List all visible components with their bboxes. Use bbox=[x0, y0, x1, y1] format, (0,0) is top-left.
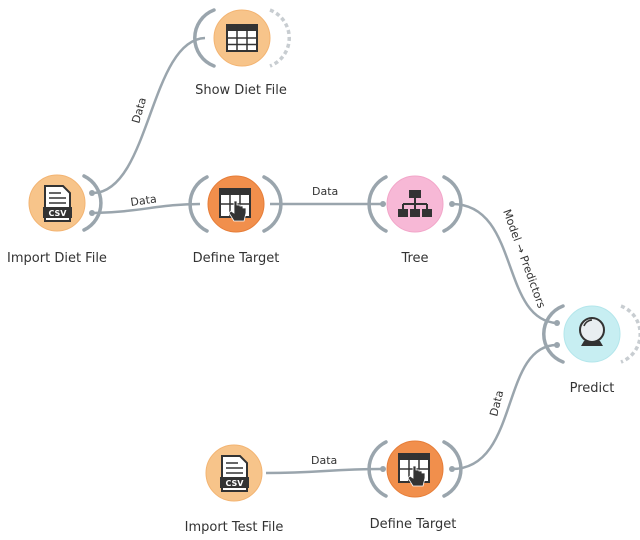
table-icon bbox=[226, 24, 258, 52]
link-label-define-to-tree: Data bbox=[312, 185, 338, 198]
csv-file-icon: CSV bbox=[43, 185, 72, 222]
node-predict-label: Predict bbox=[570, 381, 615, 396]
link-label-import-to-define: Data bbox=[130, 192, 158, 209]
node-import-diet-file[interactable]: CSV Import Diet File bbox=[7, 174, 107, 266]
link-label-test-to-define: Data bbox=[311, 454, 337, 467]
select-columns-icon bbox=[398, 453, 430, 487]
crystal-ball-icon bbox=[579, 317, 605, 346]
node-define-target-1-label: Define Target bbox=[193, 251, 280, 266]
csv-badge: CSV bbox=[49, 209, 68, 218]
node-predict[interactable]: Predict bbox=[542, 304, 640, 396]
node-tree[interactable]: Tree bbox=[367, 175, 463, 266]
csv-file-icon: CSV bbox=[220, 455, 249, 492]
links bbox=[93, 36, 558, 475]
select-columns-icon bbox=[219, 188, 251, 222]
node-define-target-1[interactable]: Define Target bbox=[188, 175, 283, 266]
node-define-target-2[interactable]: Define Target bbox=[367, 440, 463, 532]
link-define2-to-predict[interactable] bbox=[451, 343, 558, 471]
node-tree-label: Tree bbox=[400, 251, 428, 266]
link-import-to-show[interactable] bbox=[93, 36, 206, 195]
link-label-define2-to-predict: Data bbox=[487, 389, 506, 418]
node-show-diet-label: Show Diet File bbox=[195, 83, 287, 98]
pointer-hand-icon bbox=[407, 465, 426, 487]
node-import-test-file[interactable]: CSV Import Test File bbox=[185, 444, 284, 535]
node-define-target-2-label: Define Target bbox=[370, 517, 457, 532]
node-show-diet-file[interactable]: Show Diet File bbox=[193, 8, 291, 98]
link-tree-to-predict[interactable] bbox=[451, 202, 558, 325]
pointer-hand-icon bbox=[228, 200, 247, 222]
link-test-to-define[interactable] bbox=[265, 467, 383, 475]
node-import-test-label: Import Test File bbox=[185, 520, 284, 535]
tree-icon bbox=[398, 190, 432, 217]
node-import-diet-label: Import Diet File bbox=[7, 251, 107, 266]
link-label-import-to-show: Data bbox=[129, 96, 149, 125]
link-import-to-define[interactable] bbox=[93, 202, 201, 215]
csv-badge: CSV bbox=[226, 479, 245, 488]
